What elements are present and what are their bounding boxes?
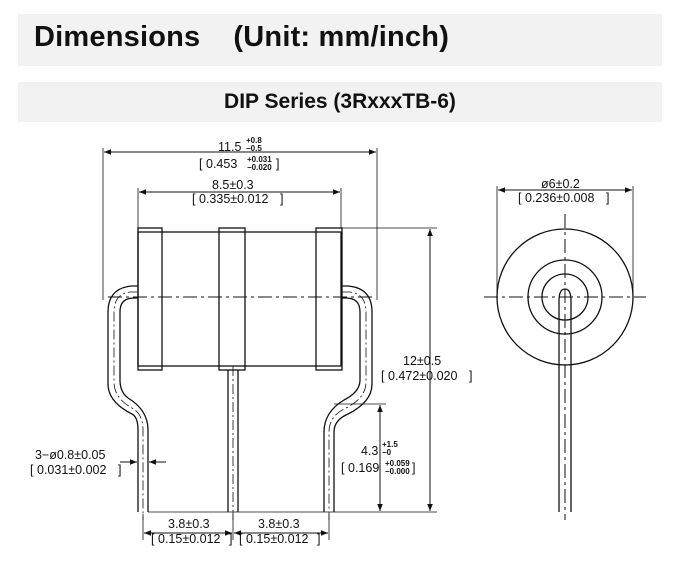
title-text: Dimensions <box>34 21 201 53</box>
lead-length-bracket-open: [ <box>341 461 345 475</box>
series-band: DIP Series (3RxxxTB-6) <box>18 82 662 122</box>
electrode-cap-center <box>218 227 246 371</box>
lead-length-bracket-close: ] <box>412 461 415 475</box>
lead-right-centerline <box>328 291 367 520</box>
lead-diameter-bracket-close: ] <box>118 463 121 477</box>
lead-length-inch: 0.169 <box>348 461 379 475</box>
overall-width-inch-minus: −0.020 <box>247 163 272 172</box>
diameter-inch: 0.236±0.008 <box>525 191 594 205</box>
body-length-bracket-open: [ <box>192 192 196 206</box>
diameter-mm: ø6±0.2 <box>541 177 580 191</box>
body-length-mm: 8.5±0.3 <box>212 178 254 192</box>
diameter-bracket-close: ] <box>606 191 609 205</box>
body-length-inch: 0.335±0.012 <box>199 192 268 206</box>
pitch-left-inch: 0.15±0.012 <box>158 532 221 546</box>
overall-width-bracket-close: ] <box>276 157 279 171</box>
diameter-bracket-open: [ <box>518 191 522 205</box>
lead-center <box>227 370 239 512</box>
pitch-left-mm: 3.8±0.3 <box>168 517 210 531</box>
overall-width-bracket-open: [ <box>199 157 203 171</box>
lead-length-inch-minus: −0.000 <box>385 467 410 476</box>
lead-right <box>323 285 373 512</box>
unit-text: (Unit: mm/inch) <box>233 21 450 53</box>
overall-width-mm-plus: +0.8 <box>246 136 262 145</box>
body-length-bracket-close: ] <box>280 192 283 206</box>
lead-length-mm-plus: +1.5 <box>382 440 398 449</box>
height-mm: 12±0.5 <box>403 354 441 368</box>
pitch-right-mm: 3.8±0.3 <box>258 517 300 531</box>
lead-diameter-mm: 3−ø0.8±0.05 <box>35 448 106 462</box>
overall-width-mm-minus: −0.5 <box>246 144 262 153</box>
height-bracket-open: [ <box>381 369 385 383</box>
electrode-cap-right <box>315 227 343 371</box>
end-view <box>484 186 646 520</box>
overall-width-inch-plus: +0.031 <box>247 155 272 164</box>
overall-width-inch: 0.453 <box>206 157 237 171</box>
lead-left <box>107 285 149 512</box>
lead-length-inch-plus: +0.059 <box>385 459 410 468</box>
series-title: DIP Series (3RxxxTB-6) <box>224 90 456 113</box>
height-bracket-close: ] <box>469 369 472 383</box>
page-title: Dimensions (Unit: mm/inch) <box>34 21 449 54</box>
electrode-cap-left <box>137 227 163 371</box>
pitch-left-bracket-open: [ <box>151 532 155 546</box>
lead-diameter-bracket-open: [ <box>30 463 34 477</box>
lead-length-mm: 4.3 <box>361 444 378 458</box>
side-view <box>102 148 437 540</box>
height-inch: 0.472±0.020 <box>388 369 457 383</box>
pitch-right-bracket-open: [ <box>239 532 243 546</box>
lead-left-centerline <box>113 291 144 520</box>
lead-length-mm-minus: −0 <box>382 448 392 457</box>
overall-width-mm: 11.5 <box>218 140 241 154</box>
lead-diameter-inch: 0.031±0.002 <box>37 463 106 477</box>
pitch-right-bracket-close: ] <box>317 532 320 546</box>
pitch-right-inch: 0.15±0.012 <box>246 532 309 546</box>
component-body <box>137 231 342 367</box>
title-band: Dimensions (Unit: mm/inch) <box>18 14 662 66</box>
pitch-left-bracket-close: ] <box>229 532 232 546</box>
